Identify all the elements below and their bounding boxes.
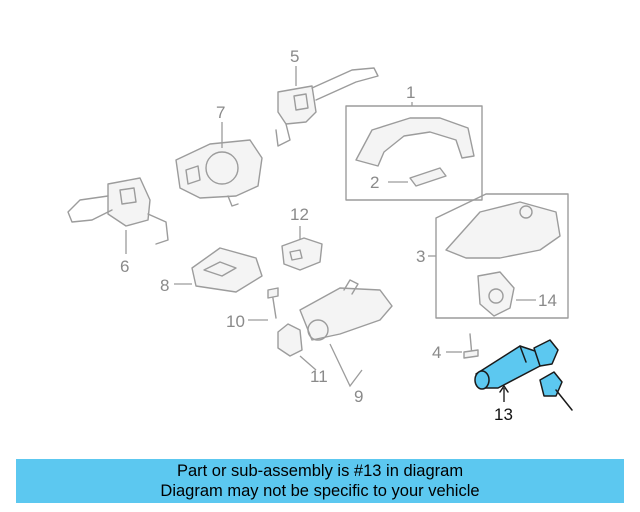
part-13-lock-cylinder — [474, 339, 573, 411]
callout-13: 13 — [494, 405, 513, 424]
callout-2: 2 — [370, 173, 379, 192]
part-6-turn-signal-switch — [67, 177, 169, 245]
part-11-bracket — [277, 323, 303, 357]
callout-11: 11 — [310, 367, 328, 386]
part-caption-banner: Part or sub-assembly is #13 in diagram D… — [16, 459, 624, 503]
callout-4: 4 — [432, 343, 441, 362]
part-4-screw — [463, 333, 479, 359]
callout-3: 3 — [416, 247, 425, 266]
part-10-bolt — [267, 287, 279, 319]
part-2-bezel — [409, 167, 447, 187]
part-1-frame — [345, 105, 483, 201]
callout-8: 8 — [160, 276, 169, 295]
caption-line-1: Part or sub-assembly is #13 in diagram — [176, 462, 464, 480]
part-9-column-assembly — [299, 279, 393, 341]
leader-9 — [329, 343, 363, 388]
callout-5: 5 — [290, 47, 299, 66]
callout-1: 1 — [406, 83, 415, 102]
part-5-wiper-switch — [275, 67, 379, 147]
callout-12: 12 — [290, 205, 309, 224]
part-14-trim — [477, 271, 515, 317]
parts-diagram: 5 7 6 1 2 12 8 10 — [67, 47, 573, 424]
callout-14: 14 — [538, 291, 557, 310]
part-3-frame — [435, 193, 569, 319]
callout-7: 7 — [216, 103, 225, 122]
part-8-module — [191, 247, 263, 293]
leader-11 — [299, 355, 317, 371]
part-3-lower-cover — [445, 201, 561, 259]
leader-13-arrow — [499, 385, 509, 393]
callout-10: 10 — [226, 312, 245, 331]
callout-6: 6 — [120, 257, 129, 276]
caption-line-2: Diagram may not be specific to your vehi… — [160, 482, 480, 500]
part-12-switch — [281, 237, 323, 271]
part-7-clock-spring — [175, 139, 263, 207]
part-1-upper-cover — [355, 117, 475, 167]
callout-9: 9 — [354, 387, 363, 406]
